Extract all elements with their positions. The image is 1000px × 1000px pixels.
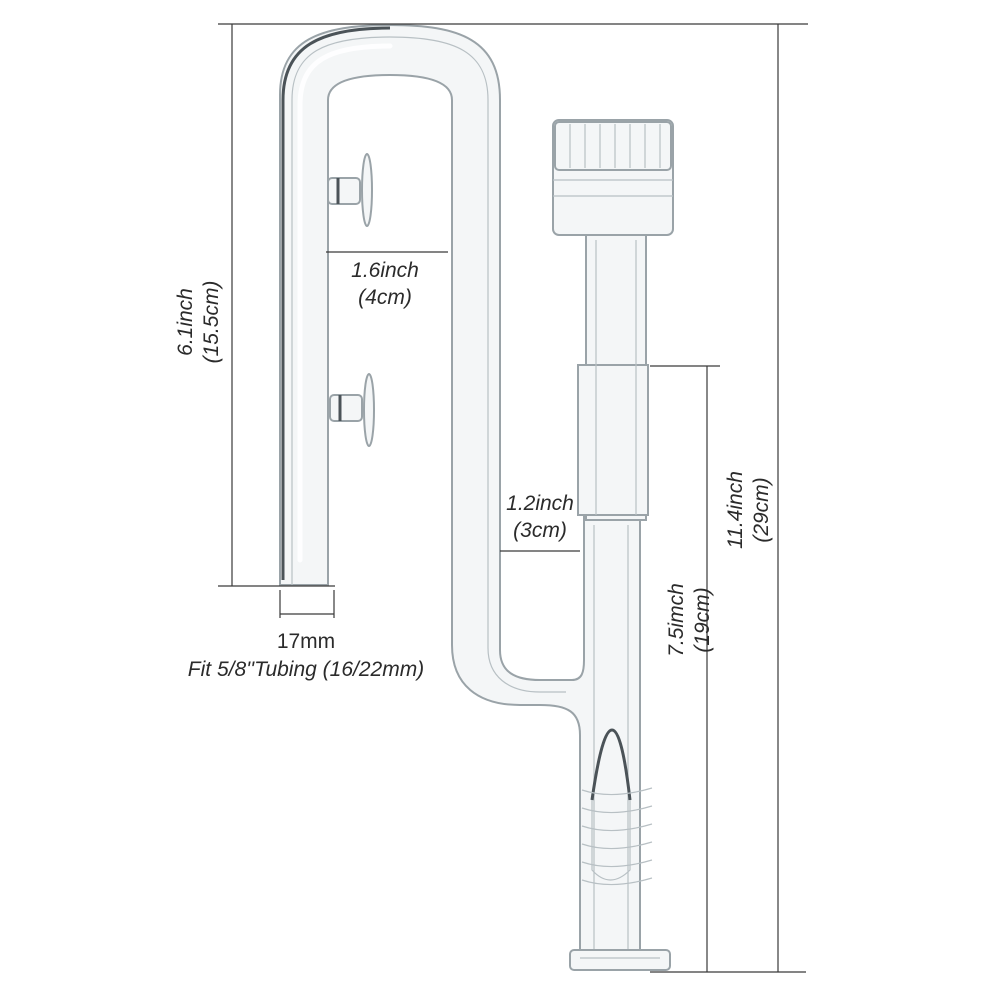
outflow-sleeve [577, 364, 649, 516]
u-gap-label: 1.6inch [351, 259, 419, 282]
suction-cup-upper [327, 153, 373, 227]
overall-height-label: 11.4inch [724, 471, 747, 549]
inlet-height-metric-label: (15.5cm) [200, 281, 223, 364]
u-bend-shadow-edge [281, 26, 391, 580]
glass-pipe [279, 23, 674, 971]
u-bend-tube [279, 23, 641, 961]
outflow-length-label: 7.5imch [665, 583, 688, 657]
s-gap-label: 1.2inch [506, 492, 574, 515]
u-bend-inner-wall [291, 36, 566, 693]
u-bend-highlight [297, 43, 393, 563]
dimension-labels: 11.4inch (29cm) 7.5imch (19cm) 6.1inch (… [174, 259, 773, 681]
u-gap-metric-label: (4cm) [358, 286, 412, 309]
overall-height-metric-label: (29cm) [750, 477, 773, 542]
diffuser-slots [581, 728, 653, 886]
bottom-flange [569, 949, 671, 971]
s-gap-metric-label: (3cm) [513, 519, 567, 542]
outflow-length-metric-label: (19cm) [691, 587, 714, 652]
inlet-height-label: 6.1inch [174, 288, 197, 356]
tubing-fit-label: Fit 5/8''Tubing (16/22mm) [188, 658, 424, 681]
skimmer-cap [552, 119, 674, 236]
suction-cup-lower [329, 373, 375, 447]
tube-diameter-label: 17mm [277, 630, 335, 653]
dimension-lines [218, 23, 808, 973]
